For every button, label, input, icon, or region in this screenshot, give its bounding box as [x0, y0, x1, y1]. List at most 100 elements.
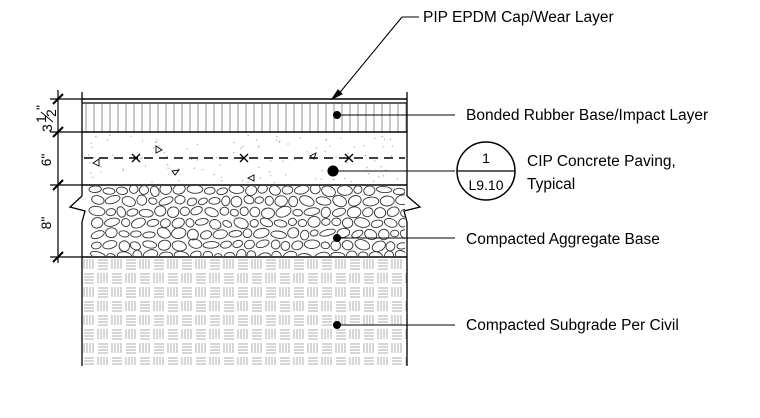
concrete-speckle: [257, 146, 259, 148]
concrete-speckle: [168, 173, 170, 175]
aggregate-stone: [363, 186, 376, 196]
aggregate-stone: [233, 217, 249, 229]
concrete-speckle: [151, 181, 153, 183]
concrete-speckle: [276, 135, 278, 137]
aggregate-stone: [319, 228, 336, 237]
dimension-line: [50, 90, 82, 263]
aggregate-layer: [82, 185, 407, 257]
aggregate-stone: [129, 241, 141, 251]
concrete-speckle: [122, 169, 124, 171]
aggregate-stone: [202, 250, 214, 256]
concrete-speckle: [285, 174, 287, 176]
aggregate-stone: [223, 251, 236, 256]
aggregate-stone: [116, 206, 126, 218]
aggregate-stone: [106, 253, 117, 256]
concrete-speckle: [294, 159, 296, 161]
aggregate-stone: [208, 197, 221, 205]
rebar-marks: [131, 153, 354, 163]
aggregate-stone: [254, 196, 264, 204]
aggregate-stone: [142, 240, 158, 249]
aggregate-stone: [209, 219, 222, 230]
aggregate-stone: [222, 220, 233, 228]
aggregate-stone: [174, 195, 186, 205]
aggregate-stone: [228, 230, 243, 238]
subgrade-layer: [82, 257, 407, 365]
concrete-speckle: [178, 168, 180, 170]
concrete-speckle: [100, 171, 102, 173]
concrete-speckle: [154, 141, 156, 143]
aggregate-stone: [179, 206, 190, 216]
aggregate-stone: [270, 239, 281, 250]
concrete-speckle: [186, 148, 188, 150]
aggregate-stone: [88, 205, 106, 217]
concrete-speckle: [374, 137, 376, 139]
aggregate-stone: [154, 205, 167, 217]
aggregate-stone: [236, 248, 247, 256]
concrete-speckle: [247, 181, 249, 183]
aggregate-stone: [300, 229, 310, 241]
aggregate-stone: [383, 218, 398, 228]
aggregate-stone: [104, 195, 121, 205]
concrete-speckle: [255, 139, 258, 141]
concrete-speckle: [167, 167, 169, 169]
aggregate-stone: [358, 251, 369, 256]
concrete-speckle: [324, 151, 326, 153]
callout-concrete-line2: Typical: [527, 176, 575, 193]
aggregate-stone: [131, 217, 146, 229]
concrete-speckle: [163, 152, 165, 154]
concrete-speckle: [350, 181, 352, 183]
concrete-speckle: [340, 137, 342, 139]
aggregate-stone: [253, 227, 270, 239]
concrete-speckle: [95, 135, 97, 138]
concrete-speckle: [242, 146, 244, 148]
aggregate-stone: [136, 194, 148, 206]
aggregate-stone: [281, 186, 294, 195]
aggregate-stone: [395, 194, 405, 206]
dim-concrete-thickness: 6": [38, 154, 54, 167]
concrete-speckle: [167, 164, 169, 166]
aggregate-stone: [379, 195, 395, 207]
aggregate-stone: [309, 229, 319, 237]
aggregate-stone: [243, 239, 255, 250]
aggregate-stone: [138, 186, 150, 195]
aggregate-stone: [146, 218, 160, 227]
detail-reference-tag[interactable]: 1 L9.10: [456, 141, 516, 201]
aggregate-stone: [138, 208, 154, 218]
concrete-speckle: [346, 161, 348, 164]
concrete-speckle: [91, 146, 93, 148]
aggregate-stone: [115, 186, 129, 195]
aggregate-stone: [157, 239, 172, 251]
aggregate-stone: [149, 186, 160, 197]
aggregate-leader-dot: [332, 233, 342, 243]
concrete-speckle: [130, 135, 132, 137]
dim-aggregate-thickness: 8": [38, 217, 54, 230]
aggregate-stone: [270, 230, 287, 239]
aggregate-stone: [142, 231, 156, 239]
concrete-speckle: [241, 180, 243, 182]
aggregate-stone: [259, 217, 274, 228]
aggregate-stone: [239, 206, 249, 217]
aggregate-stone: [374, 207, 387, 219]
aggregate-stone: [232, 239, 244, 248]
concrete-speckle: [247, 135, 249, 137]
aggregate-stone: [197, 197, 208, 206]
aggregate-stone: [364, 229, 378, 241]
concrete-leader-dot: [327, 165, 339, 177]
aggregate-stone: [243, 195, 255, 205]
detail-sheet: L9.10: [468, 177, 503, 193]
aggregate-stone: [91, 195, 105, 205]
aggregate-stone: [330, 251, 346, 256]
concrete-speckle: [196, 143, 198, 145]
callout-aggregate: Compacted Aggregate Base: [466, 231, 660, 248]
aggregate-stone: [171, 240, 187, 252]
aggregate-stone: [91, 217, 104, 229]
aggregate-stone: [194, 218, 209, 226]
aggregate-stone: [264, 195, 274, 206]
aggregate-stone: [297, 218, 308, 228]
concrete-speckle: [233, 141, 235, 144]
concrete-speckle: [329, 145, 331, 147]
aggregate-stone: [230, 195, 243, 208]
aggregate-stone: [348, 195, 362, 207]
aggregate-stone: [90, 230, 105, 240]
aggregate-stone: [126, 208, 139, 217]
